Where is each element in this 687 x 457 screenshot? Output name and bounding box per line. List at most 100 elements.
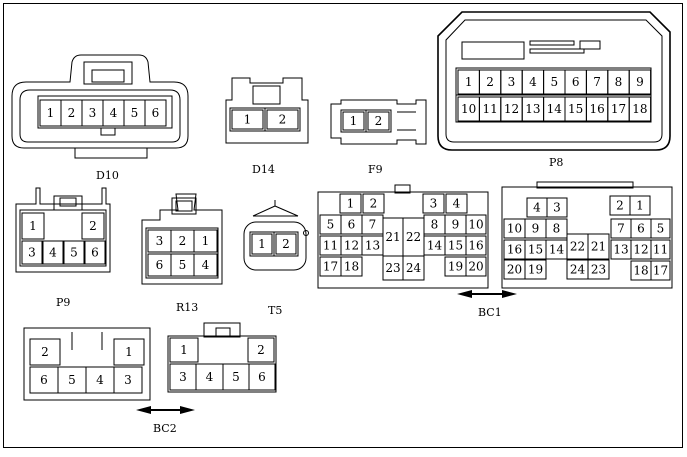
pin-cavity (113, 338, 145, 366)
pin-number: 10 (461, 102, 476, 116)
pin-number: 2 (41, 345, 49, 359)
pin-cavity (402, 255, 425, 281)
pin-number: 11 (653, 243, 668, 257)
pin-cavity (42, 240, 64, 265)
pin-number: 6 (91, 246, 99, 260)
pin-cavity (545, 218, 568, 239)
pin-cavity (275, 233, 297, 255)
pin-number: 2 (89, 219, 97, 233)
pin-number: 4 (206, 370, 214, 384)
pin-cavity (21, 212, 45, 240)
pin-cavity (248, 363, 276, 391)
pin-cavity (546, 197, 568, 218)
pin-cavity (628, 69, 652, 95)
label-p8: P8 (549, 156, 563, 169)
pin-number: 3 (508, 75, 516, 89)
pin-number: 17 (611, 102, 626, 116)
pin-number: 10 (468, 218, 483, 232)
pin-number: 18 (344, 260, 359, 274)
pin-number: 13 (365, 239, 380, 253)
pin-number: 6 (348, 218, 356, 232)
pin-cavity (422, 193, 445, 214)
pin-number: 3 (89, 106, 97, 120)
pin-number: 5 (232, 370, 240, 384)
pin-number: 4 (529, 75, 537, 89)
pin-number: 2 (279, 113, 287, 127)
pin-number: 14 (547, 102, 563, 116)
pin-number: 8 (431, 218, 439, 232)
pin-number: 7 (369, 218, 377, 232)
pin-number: 5 (131, 106, 139, 120)
pin-cavity (445, 193, 468, 214)
pin-cavity (587, 233, 610, 260)
pin-number: 4 (49, 246, 57, 260)
pin-cavity (251, 233, 273, 255)
pin-number: 3 (28, 246, 36, 260)
pin-number: 12 (504, 102, 519, 116)
pin-number: 5 (550, 75, 558, 89)
pin-number: 7 (617, 222, 625, 236)
pin-number: 23 (385, 261, 400, 275)
pin-cavity (144, 99, 167, 127)
pin-number: 6 (572, 75, 580, 89)
label-bc2: BC2 (153, 422, 177, 435)
pin-number: 18 (632, 102, 647, 116)
pin-number: 15 (448, 239, 463, 253)
pin-number: 21 (385, 230, 400, 244)
pin-number: 1 (258, 237, 266, 251)
pin-number: 2 (370, 197, 378, 211)
pin-cavity (63, 240, 85, 265)
pin-number: 3 (430, 197, 438, 211)
pin-number: 6 (152, 106, 160, 120)
pin-number: 5 (657, 222, 665, 236)
pin-number: 1 (125, 345, 133, 359)
pin-cavity (362, 193, 385, 214)
pin-number: 9 (452, 218, 460, 232)
pin-number: 4 (453, 197, 461, 211)
pin-cavity (339, 193, 362, 214)
pin-number: 12 (633, 243, 648, 257)
pin-number: 20 (468, 260, 483, 274)
diagram-frame (3, 3, 683, 448)
pin-cavity (367, 111, 390, 131)
pin-number: 6 (156, 258, 164, 272)
pin-cavity (650, 239, 671, 260)
pin-number: 3 (124, 373, 132, 387)
pin-number: 2 (486, 75, 494, 89)
pin-cavity (465, 256, 487, 277)
pin-number: 21 (591, 240, 606, 254)
pin-number: 6 (637, 222, 645, 236)
label-f9: F9 (368, 163, 383, 176)
pin-cavity (342, 111, 365, 131)
label-d14: D14 (252, 163, 275, 176)
pin-number: 12 (344, 239, 359, 253)
pin-number: 4 (202, 258, 210, 272)
pin-number: 2 (257, 343, 265, 357)
label-p9: P9 (56, 296, 70, 309)
pin-number: 16 (507, 243, 522, 257)
pin-number: 4 (110, 106, 118, 120)
pin-number: 22 (570, 240, 585, 254)
pin-number: 19 (528, 263, 543, 277)
pin-cavity (247, 337, 275, 363)
bc1-arrow (457, 290, 517, 298)
pin-number: 2 (375, 114, 383, 128)
pin-number: 17 (323, 260, 338, 274)
pin-cavity (465, 214, 487, 235)
pin-cavity (113, 366, 143, 394)
pin-number: 24 (570, 263, 586, 277)
pin-cavity (524, 259, 547, 280)
pin-number: 2 (179, 234, 187, 248)
pin-number: 5 (179, 258, 187, 272)
pin-number: 15 (568, 102, 583, 116)
label-bc1: BC1 (478, 306, 502, 319)
